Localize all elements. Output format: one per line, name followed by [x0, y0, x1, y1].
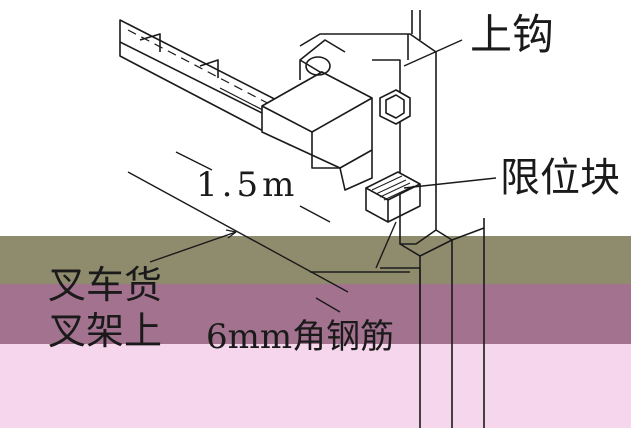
mauve-band	[0, 284, 631, 344]
pallet-label-line1: 叉车货	[48, 263, 163, 307]
distance-label: 1.5m	[196, 165, 299, 205]
bolt-icon	[379, 89, 411, 125]
lower-fork	[310, 267, 421, 344]
limit-block	[365, 171, 421, 223]
limit-block-label: 限位块	[500, 155, 620, 201]
pallet-leader	[149, 231, 237, 263]
mast-upright	[299, 10, 485, 428]
pallet-label-line2: 叉架上	[48, 309, 163, 353]
limit-block-leader	[403, 177, 497, 189]
hook-block	[261, 39, 373, 191]
angle-steel-leader	[375, 221, 397, 269]
upper-hook-label: 上钩	[470, 10, 555, 59]
upper-hook-leader	[403, 39, 463, 67]
olive-band	[0, 236, 631, 284]
pink-band	[0, 344, 631, 428]
leader-lines	[149, 39, 497, 269]
angle-steel-label: 6mm角钢筋	[206, 317, 395, 357]
